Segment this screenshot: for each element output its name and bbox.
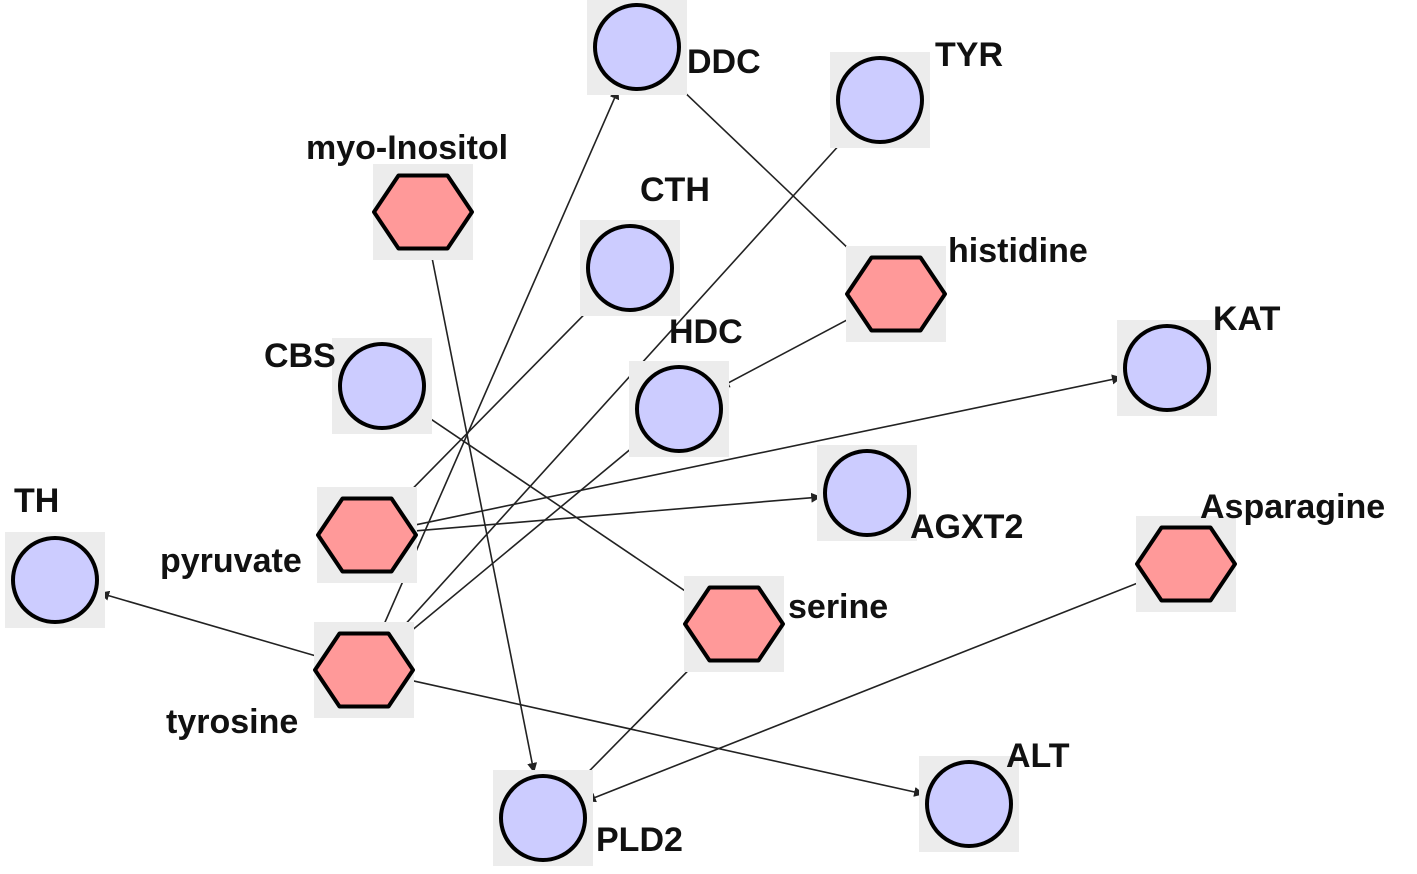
hexagon-shape — [683, 585, 785, 663]
enzyme-node-agxt2[interactable] — [817, 445, 917, 541]
edge-asparagine-to-pld2 — [585, 579, 1145, 803]
edge-tyrosine-to-th — [98, 590, 322, 659]
edge-tyrosine-to-hdc — [398, 437, 645, 642]
edge-serine-to-pld2 — [574, 655, 703, 786]
node-label-serine: serine — [788, 588, 888, 626]
edge-pyruvate-to-kat — [410, 374, 1123, 527]
enzyme-node-kat[interactable] — [1117, 320, 1217, 416]
enzyme-node-cbs[interactable] — [332, 338, 432, 434]
enzyme-node-alt[interactable] — [919, 756, 1019, 852]
circle-shape — [338, 342, 426, 430]
metabolite-node-serine[interactable] — [683, 576, 785, 672]
node-label-myo-inositol: myo-Inositol — [306, 129, 508, 167]
node-label-ddc: DDC — [687, 43, 761, 81]
nodes-layer — [5, 0, 1237, 866]
node-label-kat: KAT — [1213, 300, 1281, 338]
circle-shape — [823, 449, 911, 537]
edge-tyrosine-to-ddc — [381, 88, 620, 630]
node-label-cth: CTH — [640, 171, 710, 209]
metabolite-node-pyruvate[interactable] — [316, 487, 418, 583]
metabolite-node-tyrosine[interactable] — [313, 622, 415, 718]
circle-shape — [925, 760, 1013, 848]
node-label-tyrosine: tyrosine — [166, 703, 298, 741]
node-label-agxt2: AGXT2 — [910, 508, 1023, 546]
edge-tyrosine-to-tyr — [393, 133, 850, 638]
metabolite-node-myo-inositol[interactable] — [372, 164, 474, 260]
node-label-tyr: TYR — [935, 36, 1003, 74]
edge-pyruvate-to-agxt2 — [411, 492, 822, 532]
edge-histidine-to-ddc — [669, 78, 864, 264]
node-label-hdc: HDC — [669, 313, 743, 351]
node-label-th: TH — [14, 482, 59, 520]
enzyme-node-pld2[interactable] — [493, 770, 593, 866]
circle-shape — [1123, 324, 1211, 412]
edges-layer — [98, 78, 1145, 803]
hexagon-shape — [372, 173, 474, 251]
enzyme-node-ddc[interactable] — [587, 0, 687, 95]
node-label-pyruvate: pyruvate — [160, 542, 302, 580]
metabolite-node-histidine[interactable] — [845, 246, 947, 342]
hexagon-shape — [313, 631, 415, 709]
node-label-pld2: PLD2 — [596, 821, 683, 859]
circle-shape — [593, 3, 681, 91]
node-label-alt: ALT — [1006, 737, 1070, 775]
metabolite-node-asparagine[interactable] — [1135, 516, 1237, 612]
circle-shape — [836, 56, 924, 144]
circle-shape — [635, 365, 723, 453]
enzyme-node-hdc[interactable] — [629, 361, 729, 457]
hexagon-shape — [1135, 525, 1237, 603]
circle-shape — [499, 774, 587, 862]
node-label-cbs: CBS — [264, 337, 336, 375]
node-label-histidine: histidine — [948, 232, 1088, 270]
circle-shape — [586, 224, 674, 312]
enzyme-node-cth[interactable] — [580, 220, 680, 316]
node-label-asparagine: Asparagine — [1200, 488, 1385, 526]
edge-tyrosine-to-alt — [407, 678, 925, 797]
edge-histidine-to-hdc — [719, 314, 857, 389]
enzyme-node-th[interactable] — [5, 532, 105, 628]
enzyme-node-tyr[interactable] — [830, 52, 930, 148]
edge-pyruvate-to-cth — [398, 300, 599, 504]
circle-shape — [11, 536, 99, 624]
hexagon-shape — [845, 255, 947, 333]
edge-myo-inositol-to-pld2 — [430, 255, 538, 774]
edge-serine-to-cbs — [419, 411, 698, 600]
labels-layer: DDC TYR CTH CBS HDC KAT AGXT2 TH ALT PLD2 myo-Inos… — [14, 36, 1385, 859]
hexagon-shape — [316, 496, 418, 574]
